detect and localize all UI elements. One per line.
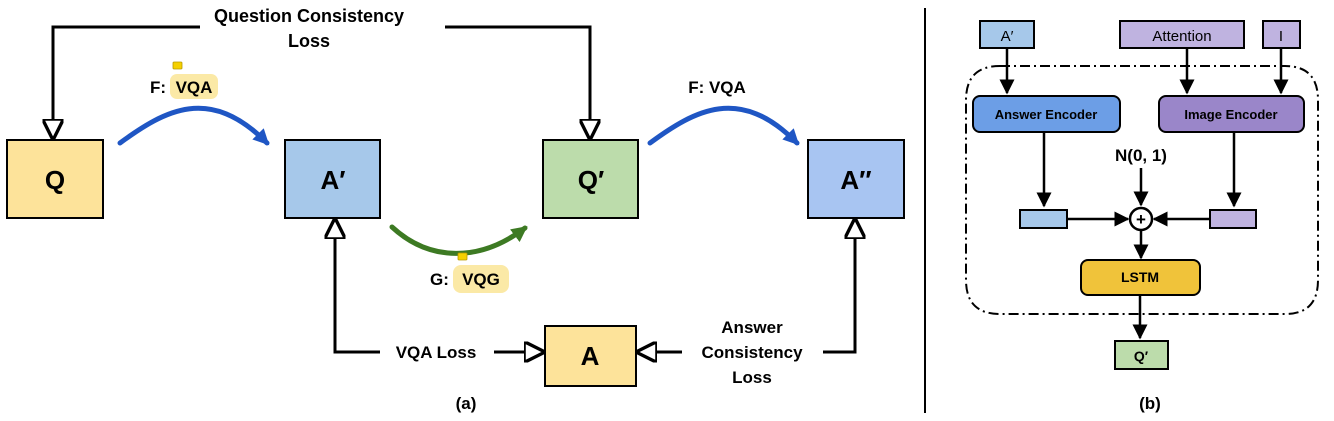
node-a-label: A xyxy=(581,341,600,371)
input-attention-label: Attention xyxy=(1152,28,1211,45)
sum-node-symbol: + xyxy=(1136,210,1146,229)
question-consistency-loss-label-line2: Loss xyxy=(288,31,330,51)
panel-a-caption: (a) xyxy=(456,394,477,413)
answer-encoder-box xyxy=(972,95,1121,133)
node-q-prime-label: Q′ xyxy=(578,165,604,195)
answer-embedding xyxy=(1019,209,1068,229)
image-embedding xyxy=(1209,209,1257,229)
panel-b-caption: (b) xyxy=(1139,394,1161,413)
node-a-prime xyxy=(284,139,381,219)
answer-consistency-label-line3: Loss xyxy=(732,368,772,387)
node-a-double-prime-label: A″ xyxy=(840,165,871,195)
input-a-prime-label: A′ xyxy=(1001,28,1014,45)
image-encoder-box xyxy=(1158,95,1305,133)
answer-consistency-label-line1: Answer xyxy=(721,318,783,337)
f-vqa-arrow-1 xyxy=(117,105,270,146)
g-vqg-arrow xyxy=(389,224,528,256)
vqa-loss-label: VQA Loss xyxy=(396,343,477,362)
node-q xyxy=(6,139,104,219)
node-a-prime-label: A′ xyxy=(320,165,345,195)
answer-consistency-label-line2: Consistency xyxy=(701,343,803,362)
g-vqg-value: VQG xyxy=(462,270,500,289)
answer-consistency-line-to-a-double-prime xyxy=(823,220,855,354)
input-attention xyxy=(1119,20,1245,49)
input-i xyxy=(1262,20,1301,49)
vqa-loss-line-to-a-prime xyxy=(335,220,380,354)
f-vqa-1-prefix: F: xyxy=(150,78,166,97)
f-vqa-2-label: F: VQA xyxy=(688,78,746,97)
output-q-prime xyxy=(1114,340,1169,370)
question-consistency-line-right xyxy=(445,25,590,138)
f-vqa-1-value: VQA xyxy=(176,78,213,97)
vqg-highlight xyxy=(453,265,509,293)
comment-icon xyxy=(172,61,183,70)
input-i-label: I xyxy=(1279,28,1283,45)
noise-label: N(0, 1) xyxy=(1115,146,1167,165)
comment-icon xyxy=(457,252,468,261)
output-q-prime-label: Q′ xyxy=(1134,348,1149,364)
question-consistency-line-left xyxy=(53,25,200,138)
node-q-prime xyxy=(542,139,639,219)
vqa-highlight xyxy=(170,74,218,99)
g-vqg-prefix: G: xyxy=(430,270,449,289)
input-a-prime xyxy=(979,20,1035,49)
lstm-label: LSTM xyxy=(1121,269,1159,285)
dashed-group-border xyxy=(965,65,1319,315)
answer-encoder-label: Answer Encoder xyxy=(995,107,1098,122)
question-consistency-loss-label-line1: Question Consistency xyxy=(214,6,404,26)
node-q-label: Q xyxy=(45,165,65,195)
image-encoder-label: Image Encoder xyxy=(1184,107,1277,122)
f-vqa-arrow-2 xyxy=(647,105,800,146)
